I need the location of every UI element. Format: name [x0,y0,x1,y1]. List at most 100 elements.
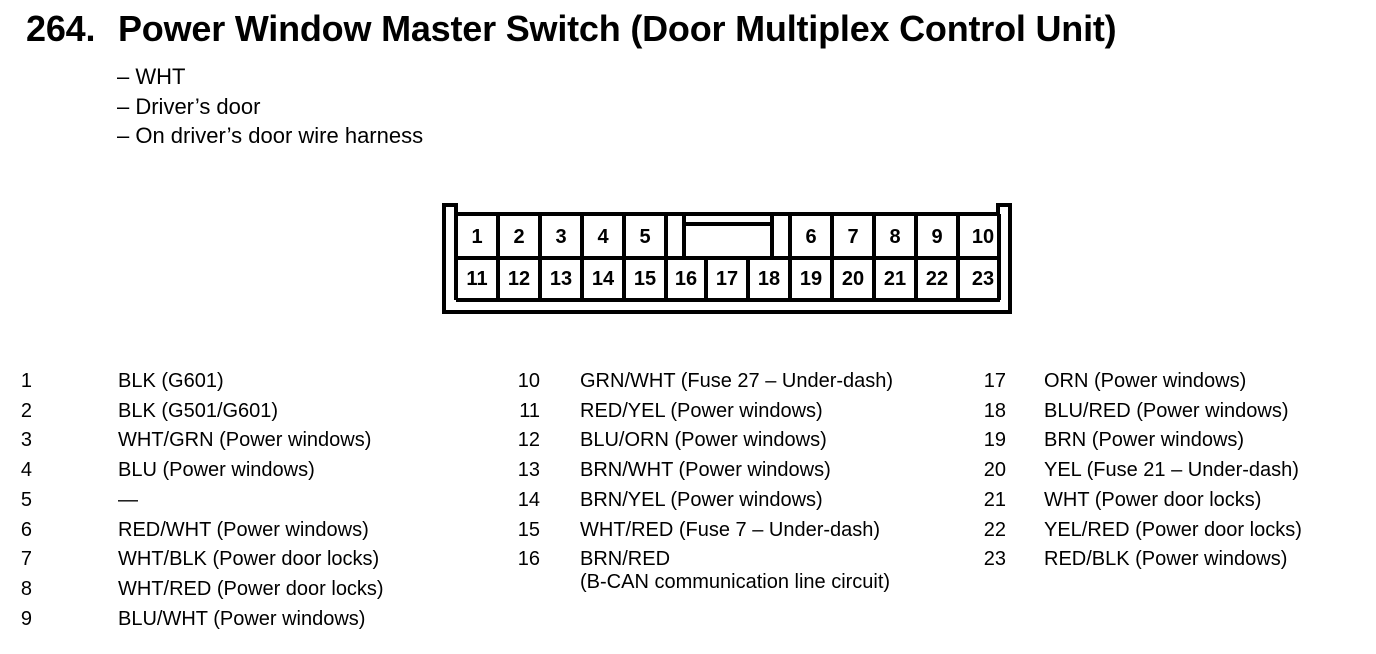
pin-description: WHT/RED (Power door locks) [118,577,384,600]
pin-description: BLU/WHT (Power windows) [118,607,366,630]
pin-number: 4 [20,459,32,482]
pin-label: 5 [639,226,650,248]
pin-number: 18 [983,399,1006,422]
pin-label: 9 [931,226,942,248]
bottom-row-cells [496,258,960,300]
pin-number: 11 [519,399,540,422]
pin-number: 9 [20,607,32,630]
pin-label: 21 [884,268,906,290]
pin-number: 17 [983,370,1006,392]
pin-number: 12 [517,429,540,452]
pin-number: 10 [517,370,540,392]
pin-entry: 19 BRN (Power windows) [972,426,1302,456]
pin-description: — [118,488,138,511]
pin-description: WHT (Power door locks) [1044,488,1262,511]
note-harness: – On driver’s door wire harness [117,123,424,148]
pin-entry: 8 WHT/RED (Power door locks) [21,575,384,605]
pin-entry: 20 YEL (Fuse 21 – Under-dash) [972,456,1302,486]
pin-list-column-3: 17 ORN (Power windows) 18 BLU/RED (Power wi… [972,367,1302,575]
pin-number: 13 [517,459,540,482]
pin-label: 1 [471,226,482,248]
note-color: – WHT [117,64,186,89]
pin-number: 19 [983,429,1006,452]
pin-label: 3 [555,226,566,248]
pin-label: 10 [972,226,994,248]
pin-number: 2 [20,399,32,422]
pin-entry: 13 BRN/WHT (Power windows) [508,456,893,486]
pin-label: 20 [842,268,864,290]
pin-description: WHT/BLK (Power door locks) [118,548,380,571]
pin-number: 14 [517,488,540,511]
pin-description: BRN/YEL (Power windows) [580,488,823,511]
pin-description: BLU/RED (Power windows) [1044,399,1289,422]
pin-label: 17 [716,268,738,290]
pin-label: 6 [805,226,816,248]
pin-description: GRN/WHT (Fuse 27 – Under-dash) [580,370,894,392]
pin-description: WHT/RED (Fuse 7 – Under-dash) [580,518,881,541]
pin-entry: 10 GRN/WHT (Fuse 27 – Under-dash) [508,367,893,397]
pin-number: 5 [20,488,32,511]
pin-number: 6 [20,518,32,541]
pin-description: WHT/GRN (Power windows) [118,429,372,452]
pin-description: RED/WHT (Power windows) [118,518,369,541]
pin-list-column-1: 1 BLK (G601) 2 BLK (G501/G601) 3 WHT/GRN (Pow… [21,367,384,634]
pin-entry: 5— [21,486,384,516]
pin-number: 23 [983,548,1006,571]
pin-label: 19 [800,268,822,290]
pin-entry: 18 BLU/RED (Power windows) [972,397,1302,427]
pin-description: BLK (G601) [118,370,224,392]
pin-label: 16 [675,268,697,290]
page-title: 264. Power Window Master Switch (Door Mul… [26,8,1117,50]
pin-label: 7 [847,226,858,248]
pin-entry: 22 YEL/RED (Power door locks) [972,516,1302,546]
pin-number: 16 [517,548,540,571]
pin-description: BLU (Power windows) [118,459,315,482]
pin-label: 8 [889,226,900,248]
pin-description: BRN/WHT (Power windows) [580,459,831,482]
pin-label: 22 [926,268,948,290]
pin-entry: 4 BLU (Power windows) [21,456,384,486]
pin-description: BLK (G501/G601) [118,399,279,422]
pin-label: 23 [972,268,994,290]
pin-label: 11 [466,268,487,290]
pin-label: 14 [592,268,615,290]
pin-entry: 1 BLK (G601) [21,367,384,397]
pin-description: BLU/ORN (Power windows) [580,429,827,452]
pin-description: YEL (Fuse 21 – Under-dash) [1044,459,1299,482]
pin-description: YEL/RED (Power door locks) [1044,518,1302,541]
pin-label: 18 [758,268,780,290]
pin-label: 12 [508,268,530,290]
pin-number: 1 [20,370,32,392]
pin-description-note: (B-CAN communication line circuit) [580,570,891,593]
pin-number: 15 [517,518,540,541]
pin-label: 2 [513,226,524,248]
connector-notes: – WHT – Driver’s door – On driver’s door… [117,62,423,151]
pin-number: 3 [20,429,32,452]
pin-number: 8 [20,577,32,600]
pin-entry: 2 BLK (G501/G601) [21,397,384,427]
pin-entry: 6 RED/WHT (Power windows) [21,516,384,546]
note-location: – Driver’s door [117,93,261,119]
connector-housing [442,203,1012,314]
pin-label: 4 [597,226,609,248]
title-number: 264. [26,8,96,49]
pin-label: 13 [550,268,572,290]
pin-description: BRN (Power windows) [1044,429,1245,452]
pin-entry: 3 WHT/GRN (Power windows) [21,426,384,456]
pin-entry: 17 ORN (Power windows) [972,367,1302,397]
pin-description: ORN (Power windows) [1044,370,1247,392]
pin-number: 22 [983,518,1006,541]
pin-entry: 15 WHT/RED (Fuse 7 – Under-dash) [508,516,893,546]
pin-number: 20 [983,459,1006,482]
pin-description: BRN/RED [580,548,671,571]
pin-entry: 16 BRN/RED(B-CAN communication line circu… [508,545,893,593]
connector-key [664,212,792,258]
title-text: Power Window Master Switch (Door Multipl… [118,8,1117,49]
